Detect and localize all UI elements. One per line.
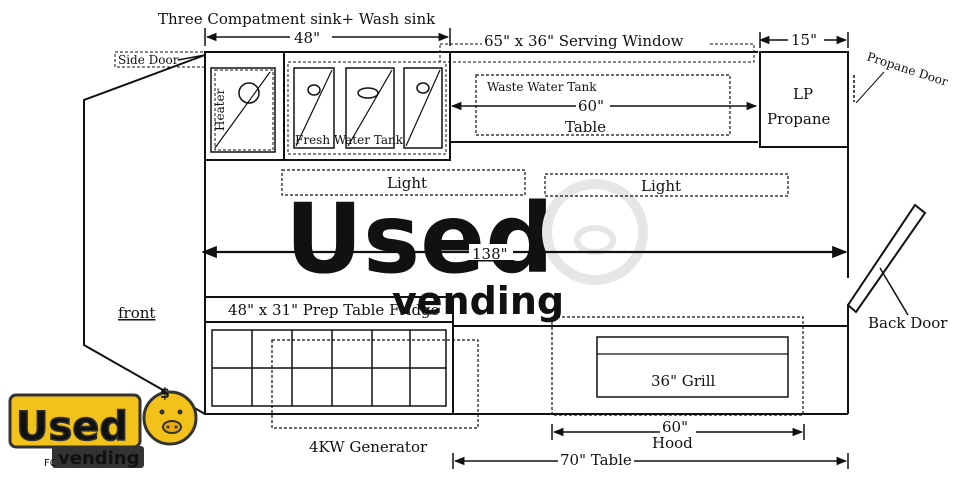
- logo-vending: vending: [58, 448, 140, 469]
- side-door-label: Side Door: [118, 53, 179, 67]
- grill-label: 36" Grill: [651, 372, 716, 390]
- prep-table-fridge: [204, 296, 454, 415]
- sink-unit: [204, 51, 451, 161]
- dim-60-hood: 60": [662, 418, 688, 436]
- propane-label: Propane: [767, 110, 830, 128]
- hood-label: Hood: [652, 434, 693, 452]
- used-vending-logo: Used vending FC $: [8, 386, 198, 469]
- logo-prefix: FC: [44, 458, 57, 469]
- prep-fridge-label: 48" x 31" Prep Table Fridge: [228, 301, 440, 319]
- light-left: [281, 169, 526, 196]
- fresh-water-tank-label: Fresh Water Tank: [295, 133, 404, 147]
- table-label: Table: [565, 118, 606, 136]
- propane-door-label: Propane Door: [865, 50, 950, 89]
- light-right: [544, 173, 789, 197]
- dim-60-table: 60": [578, 97, 604, 115]
- waste-water-tank-label: Waste Water Tank: [487, 80, 597, 94]
- generator: [271, 339, 479, 429]
- lp-label: LP: [793, 85, 813, 103]
- propane-box: [759, 51, 849, 148]
- watermark: Used vending: [285, 179, 648, 323]
- heater-label: Heater: [213, 88, 227, 131]
- dim-48: 48": [294, 29, 320, 47]
- hood: [551, 316, 804, 416]
- watermark-used: Used: [285, 183, 554, 295]
- light-right-label: Light: [641, 177, 681, 195]
- generator-label: 4KW Generator: [309, 438, 428, 456]
- logo-used: Used: [16, 404, 128, 450]
- grill: [596, 336, 789, 398]
- dollar-icon: $: [160, 386, 170, 402]
- watermark-vending: vending: [392, 279, 564, 323]
- back-door: [846, 203, 927, 316]
- light-left-label: Light: [387, 174, 427, 192]
- sink-title: Three Compatment sink+ Wash sink: [158, 10, 436, 28]
- dim-138: 138": [472, 245, 508, 263]
- back-door-label: Back Door: [868, 314, 948, 332]
- serving-window-label: 65" x 36" Serving Window: [484, 32, 684, 50]
- dim-15: 15": [791, 31, 817, 49]
- pig-icon: [142, 390, 198, 446]
- dim-70-table: 70" Table: [560, 451, 632, 469]
- front-label: front: [118, 304, 155, 322]
- watermark-pig-icon: [542, 179, 648, 285]
